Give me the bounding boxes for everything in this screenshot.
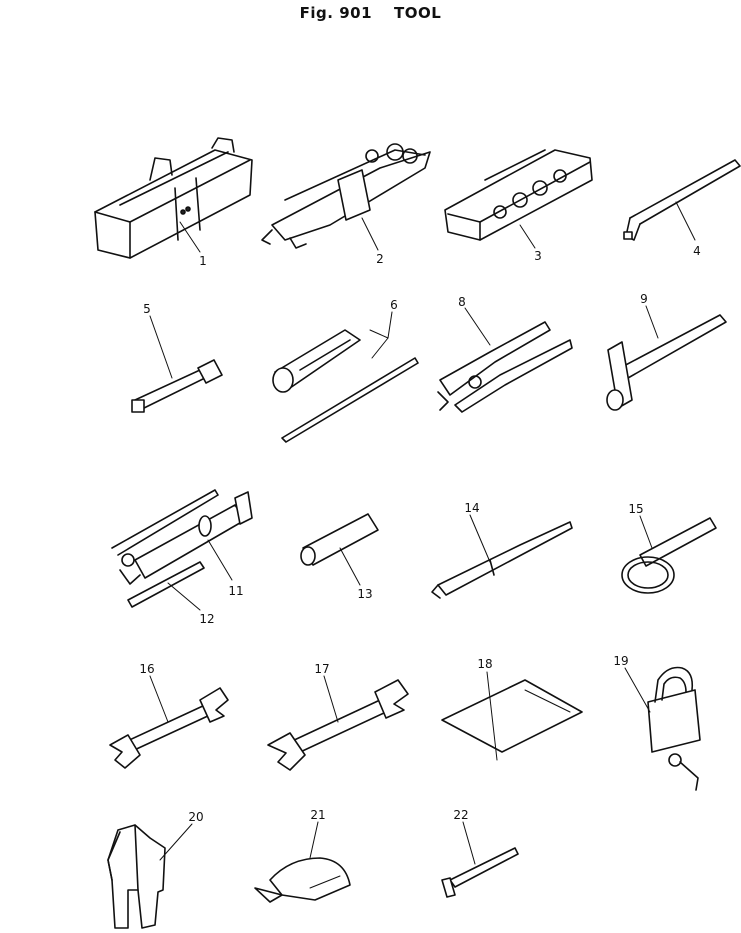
- callout-15-label: 15: [628, 502, 643, 516]
- callout-13-label: 13: [357, 587, 372, 601]
- callout-22-label: 22: [453, 808, 468, 822]
- callout-21-label: 21: [310, 808, 325, 822]
- callout-3: 3: [519, 224, 542, 263]
- callout-17-label: 17: [314, 662, 329, 676]
- operation-manual: [441, 679, 583, 753]
- pliers: [437, 321, 573, 413]
- tool-pin: [300, 513, 379, 566]
- callout-18: 18: [477, 657, 498, 761]
- grease-gun-nozzle: [127, 561, 205, 608]
- callout-8: 8: [458, 295, 491, 346]
- wrench-set: [261, 143, 431, 249]
- callout-4: 4: [675, 201, 701, 258]
- callout-1: 1: [179, 221, 207, 268]
- coverall: [107, 824, 166, 929]
- socket-case: [444, 149, 593, 241]
- callout-16-label: 16: [139, 662, 154, 676]
- callout-19: 19: [613, 654, 651, 713]
- extension-bar: [131, 359, 223, 413]
- open-end-wrench-small: [109, 687, 229, 769]
- hex-wrench: [441, 847, 519, 898]
- figure-number: Fig. 901: [299, 4, 373, 22]
- cap: [254, 857, 351, 903]
- callout-3-label: 3: [534, 249, 542, 263]
- callout-6: 6: [369, 298, 398, 359]
- callout-4-label: 4: [693, 244, 701, 258]
- grease-gun: [111, 489, 253, 585]
- callout-12-label: 12: [199, 612, 214, 626]
- callout-12: 12: [167, 582, 215, 626]
- callout-1-label: 1: [199, 254, 207, 268]
- socket-l-bar: [623, 159, 741, 241]
- callout-19-label: 19: [613, 654, 628, 668]
- figure-name: TOOL: [394, 4, 442, 22]
- callout-15: 15: [628, 502, 653, 549]
- callout-5: 5: [143, 302, 173, 379]
- callout-21: 21: [309, 808, 326, 859]
- callout-20-label: 20: [188, 810, 203, 824]
- padlock: [647, 666, 701, 791]
- filter-wrench: [621, 517, 717, 594]
- screwdriver: [272, 329, 419, 443]
- callout-17: 17: [314, 662, 339, 723]
- open-end-wrench-large: [267, 679, 409, 771]
- figure-title: Fig. 901 TOOL: [0, 4, 741, 22]
- pry-bar: [431, 521, 573, 599]
- callout-14-label: 14: [464, 501, 479, 515]
- callout-9-label: 9: [640, 292, 648, 306]
- hammer: [606, 314, 727, 411]
- callout-6-label: 6: [390, 298, 398, 312]
- callout-18-label: 18: [477, 657, 492, 671]
- callout-2: 2: [361, 217, 384, 266]
- callout-11-label: 11: [228, 584, 243, 598]
- callout-5-label: 5: [143, 302, 151, 316]
- tool-bag: [94, 137, 253, 259]
- callout-11: 11: [207, 539, 244, 598]
- callout-8-label: 8: [458, 295, 466, 309]
- callout-13: 13: [339, 547, 373, 601]
- callout-22: 22: [453, 808, 476, 865]
- callout-14: 14: [464, 501, 491, 563]
- callout-20: 20: [159, 810, 204, 861]
- callout-16: 16: [139, 662, 169, 723]
- callout-9: 9: [640, 292, 659, 339]
- callout-2-label: 2: [376, 252, 384, 266]
